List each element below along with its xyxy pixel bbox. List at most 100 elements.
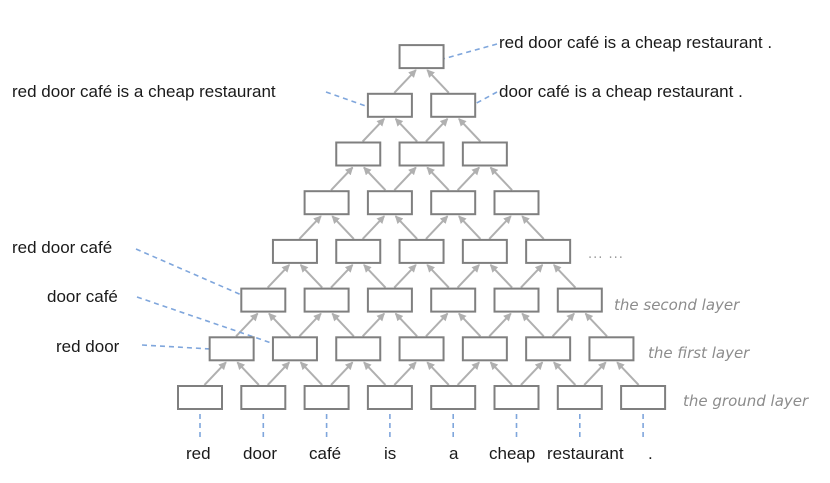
arrow-layer5-1-right <box>425 118 449 143</box>
annotation-right-span: door café is a cheap restaurant . <box>499 82 743 101</box>
arrow-layer3-4-left <box>521 215 545 240</box>
arrow-layer1-0-right <box>235 312 259 337</box>
arrow-layer4-0-right <box>330 166 354 191</box>
node-box-layer1-4 <box>461 336 508 362</box>
node-box-layer3-1 <box>335 238 382 264</box>
node-box-layer0-3 <box>366 385 413 410</box>
arrow-layer5-0-right <box>361 118 385 143</box>
node-box-layer6-1 <box>430 92 477 118</box>
arrow-layer0-6-left <box>553 361 577 386</box>
arrow-layer0-4-right <box>456 361 480 386</box>
node-box-layer1-6 <box>588 336 635 362</box>
arrow-layer0-4-left <box>426 361 450 386</box>
leader-right-span <box>461 91 498 112</box>
node-box-layer5-1 <box>398 141 445 167</box>
node-box-layer0-6 <box>556 385 603 410</box>
node-box-layer4-0 <box>303 190 350 216</box>
token-a: a <box>449 444 459 463</box>
arrow-layer0-3-left <box>363 361 387 386</box>
arrow-layer0-2-right <box>330 361 354 386</box>
arrow-layer3-1-right <box>361 215 385 240</box>
token-cafe: café <box>309 444 342 463</box>
node-box-layer4-2 <box>430 190 477 216</box>
node-box-layer4-3 <box>493 190 540 216</box>
node-box-layer2-0 <box>240 287 287 313</box>
arrow-layer0-7-left <box>616 361 640 386</box>
arrow-layer3-2-left <box>394 215 418 240</box>
node-box-layer2-3 <box>430 287 477 313</box>
node-box-layer1-5 <box>525 336 572 362</box>
arrow-layer4-1-right <box>393 166 417 191</box>
arrow-layer2-1-left <box>299 264 323 289</box>
arrow-layer1-3-left <box>394 312 418 337</box>
node-box-layer3-4 <box>525 238 572 264</box>
annotation-left-span: red door café is a cheap restaurant <box>12 82 276 101</box>
node-box-layer0-5 <box>493 385 540 410</box>
ellipsis: ... ... <box>588 247 624 262</box>
node-box-layer3-0 <box>271 238 318 264</box>
arrow-layer1-1-right <box>298 312 322 337</box>
second-layer-label: the second layer <box>614 296 740 314</box>
ground-layer-label: the ground layer <box>683 392 809 410</box>
node-box-layer2-5 <box>556 287 603 313</box>
node-box-layer6-0 <box>366 92 413 118</box>
arrow-layer3-3-right <box>488 215 512 240</box>
arrow-layer3-3-left <box>458 215 482 240</box>
node-box-layer3-3 <box>461 238 508 264</box>
node-box-layer5-2 <box>461 141 508 167</box>
node-box-layer2-2 <box>366 287 413 313</box>
arrow-layer3-2-right <box>425 215 449 240</box>
arrow-layer2-4-left <box>489 264 513 289</box>
node-box-layer0-4 <box>430 385 477 410</box>
token-cheap: cheap <box>489 444 536 463</box>
node-box-layer4-1 <box>366 190 413 216</box>
arrow-layer1-4-left <box>458 312 482 337</box>
arrow-layer5-2-left <box>458 118 482 143</box>
arrow-layer1-5-left <box>521 312 545 337</box>
token-is: is <box>384 444 397 463</box>
arrow-layer6-0-right <box>393 69 417 94</box>
node-box-layer1-3 <box>398 336 445 362</box>
token-restaurant: restaurant <box>547 444 624 463</box>
arrow-layer0-6-right <box>583 361 607 386</box>
node-box-layer0-0 <box>177 385 223 410</box>
arrow-layer4-1-left <box>363 166 387 191</box>
node-box-layer2-1 <box>303 287 350 313</box>
arrow-layer2-4-right <box>520 264 544 289</box>
annotation-door-cafe: door café <box>47 287 118 306</box>
arrow-layer0-3-right <box>393 361 417 386</box>
node-box-layer5-0 <box>335 141 382 167</box>
arrow-layer2-2-right <box>393 264 417 289</box>
arrow-layer1-2-right <box>361 312 385 337</box>
annotation-red-door-cafe: red door café <box>12 238 113 257</box>
arrow-layer4-2-right <box>456 166 480 191</box>
node-box-layer3-2 <box>398 238 445 264</box>
arrow-layer1-6-left <box>584 312 608 337</box>
arrow-layer1-2-left <box>331 312 355 337</box>
arrow-layer4-3-left <box>489 166 513 191</box>
arrow-layer0-2-left <box>299 361 323 386</box>
arrow-layer0-5-left <box>489 361 513 386</box>
arrow-layer0-5-right <box>520 361 544 386</box>
annotation-red-door: red door <box>56 337 120 356</box>
arrow-layer3-1-left <box>331 215 355 240</box>
token-period: . <box>648 444 653 463</box>
annotation-top-full-sentence: red door café is a cheap restaurant . <box>499 33 773 52</box>
token-door: door <box>243 444 278 463</box>
node-box-layer1-1 <box>271 336 318 362</box>
arrow-layer2-1-right <box>330 264 354 289</box>
node-box-layer0-7 <box>620 385 667 410</box>
arrow-layer0-1-right <box>267 361 290 386</box>
node-box-layer0-1 <box>240 385 287 410</box>
arrow-layer2-5-left <box>553 264 577 289</box>
arrow-layer1-4-right <box>488 312 512 337</box>
node-box-layer1-2 <box>335 336 382 362</box>
arrow-layer4-2-left <box>426 166 450 191</box>
arrow-layer2-3-right <box>456 264 480 289</box>
arrow-layer2-2-left <box>363 264 387 289</box>
node-box-layer7-0 <box>398 44 445 70</box>
arrow-layer0-1-left <box>236 361 260 386</box>
first-layer-label: the first layer <box>648 344 750 362</box>
